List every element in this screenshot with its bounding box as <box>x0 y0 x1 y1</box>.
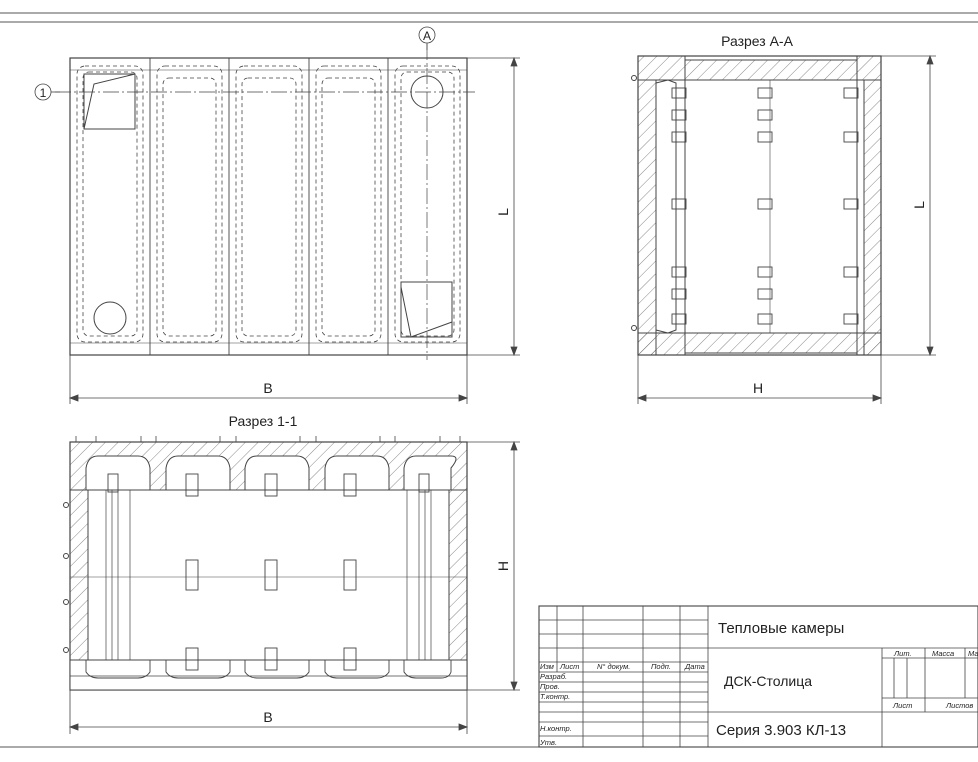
label-lit: Лит. <box>893 649 912 658</box>
title-series: Серия 3.903 КЛ-13 <box>716 722 846 739</box>
callout-A-label: A <box>423 29 431 43</box>
label-list: Лист <box>892 701 912 710</box>
role-prov: Пров. <box>540 682 560 691</box>
section-11-view <box>63 436 468 691</box>
callout-1-label: 1 <box>40 86 47 100</box>
section-aa-dim-H: H <box>753 380 763 396</box>
section-aa-dim-L: L <box>911 201 927 209</box>
title-right-labels: Лит. Масса Ма Лист Листов <box>892 649 978 710</box>
section-11-title: Разрез 1-1 <box>229 413 298 429</box>
label-massa: Масса <box>932 649 954 658</box>
role-utv: Утв. <box>539 738 557 747</box>
title-company: ДСК-Столица <box>724 673 812 689</box>
section-11-dim-H: H <box>495 561 511 571</box>
section-11-dimensions <box>68 440 520 734</box>
title-roles: Разраб. Пров. Т.контр. Н.контр. Утв. <box>539 672 572 747</box>
section-aa-dimensions <box>636 54 936 404</box>
header-podp: Подп. <box>651 662 671 671</box>
plan-dim-L: L <box>495 208 511 216</box>
header-izm: Изм <box>540 662 554 671</box>
label-listov: Листов <box>945 701 973 710</box>
title-block <box>538 605 978 748</box>
role-razrab: Разраб. <box>540 672 567 681</box>
header-doc: N° докум. <box>597 662 630 671</box>
title-header-row: Изм Лист N° докум. Подп. Дата <box>540 662 705 671</box>
section-aa-title: Разрез А-А <box>721 33 793 49</box>
header-data: Дата <box>684 662 705 671</box>
role-nkontr: Н.контр. <box>540 724 572 733</box>
section-11-dim-B: B <box>263 709 272 725</box>
plan-annotations <box>34 26 520 404</box>
title-product: Тепловые камеры <box>718 620 844 637</box>
header-list: Лист <box>559 662 579 671</box>
plan-dim-B: B <box>263 380 272 396</box>
role-tkontr: Т.контр. <box>540 692 570 701</box>
section-aa-view <box>631 55 882 356</box>
plan-view <box>55 44 475 360</box>
label-masshtab: Ма <box>968 649 978 658</box>
